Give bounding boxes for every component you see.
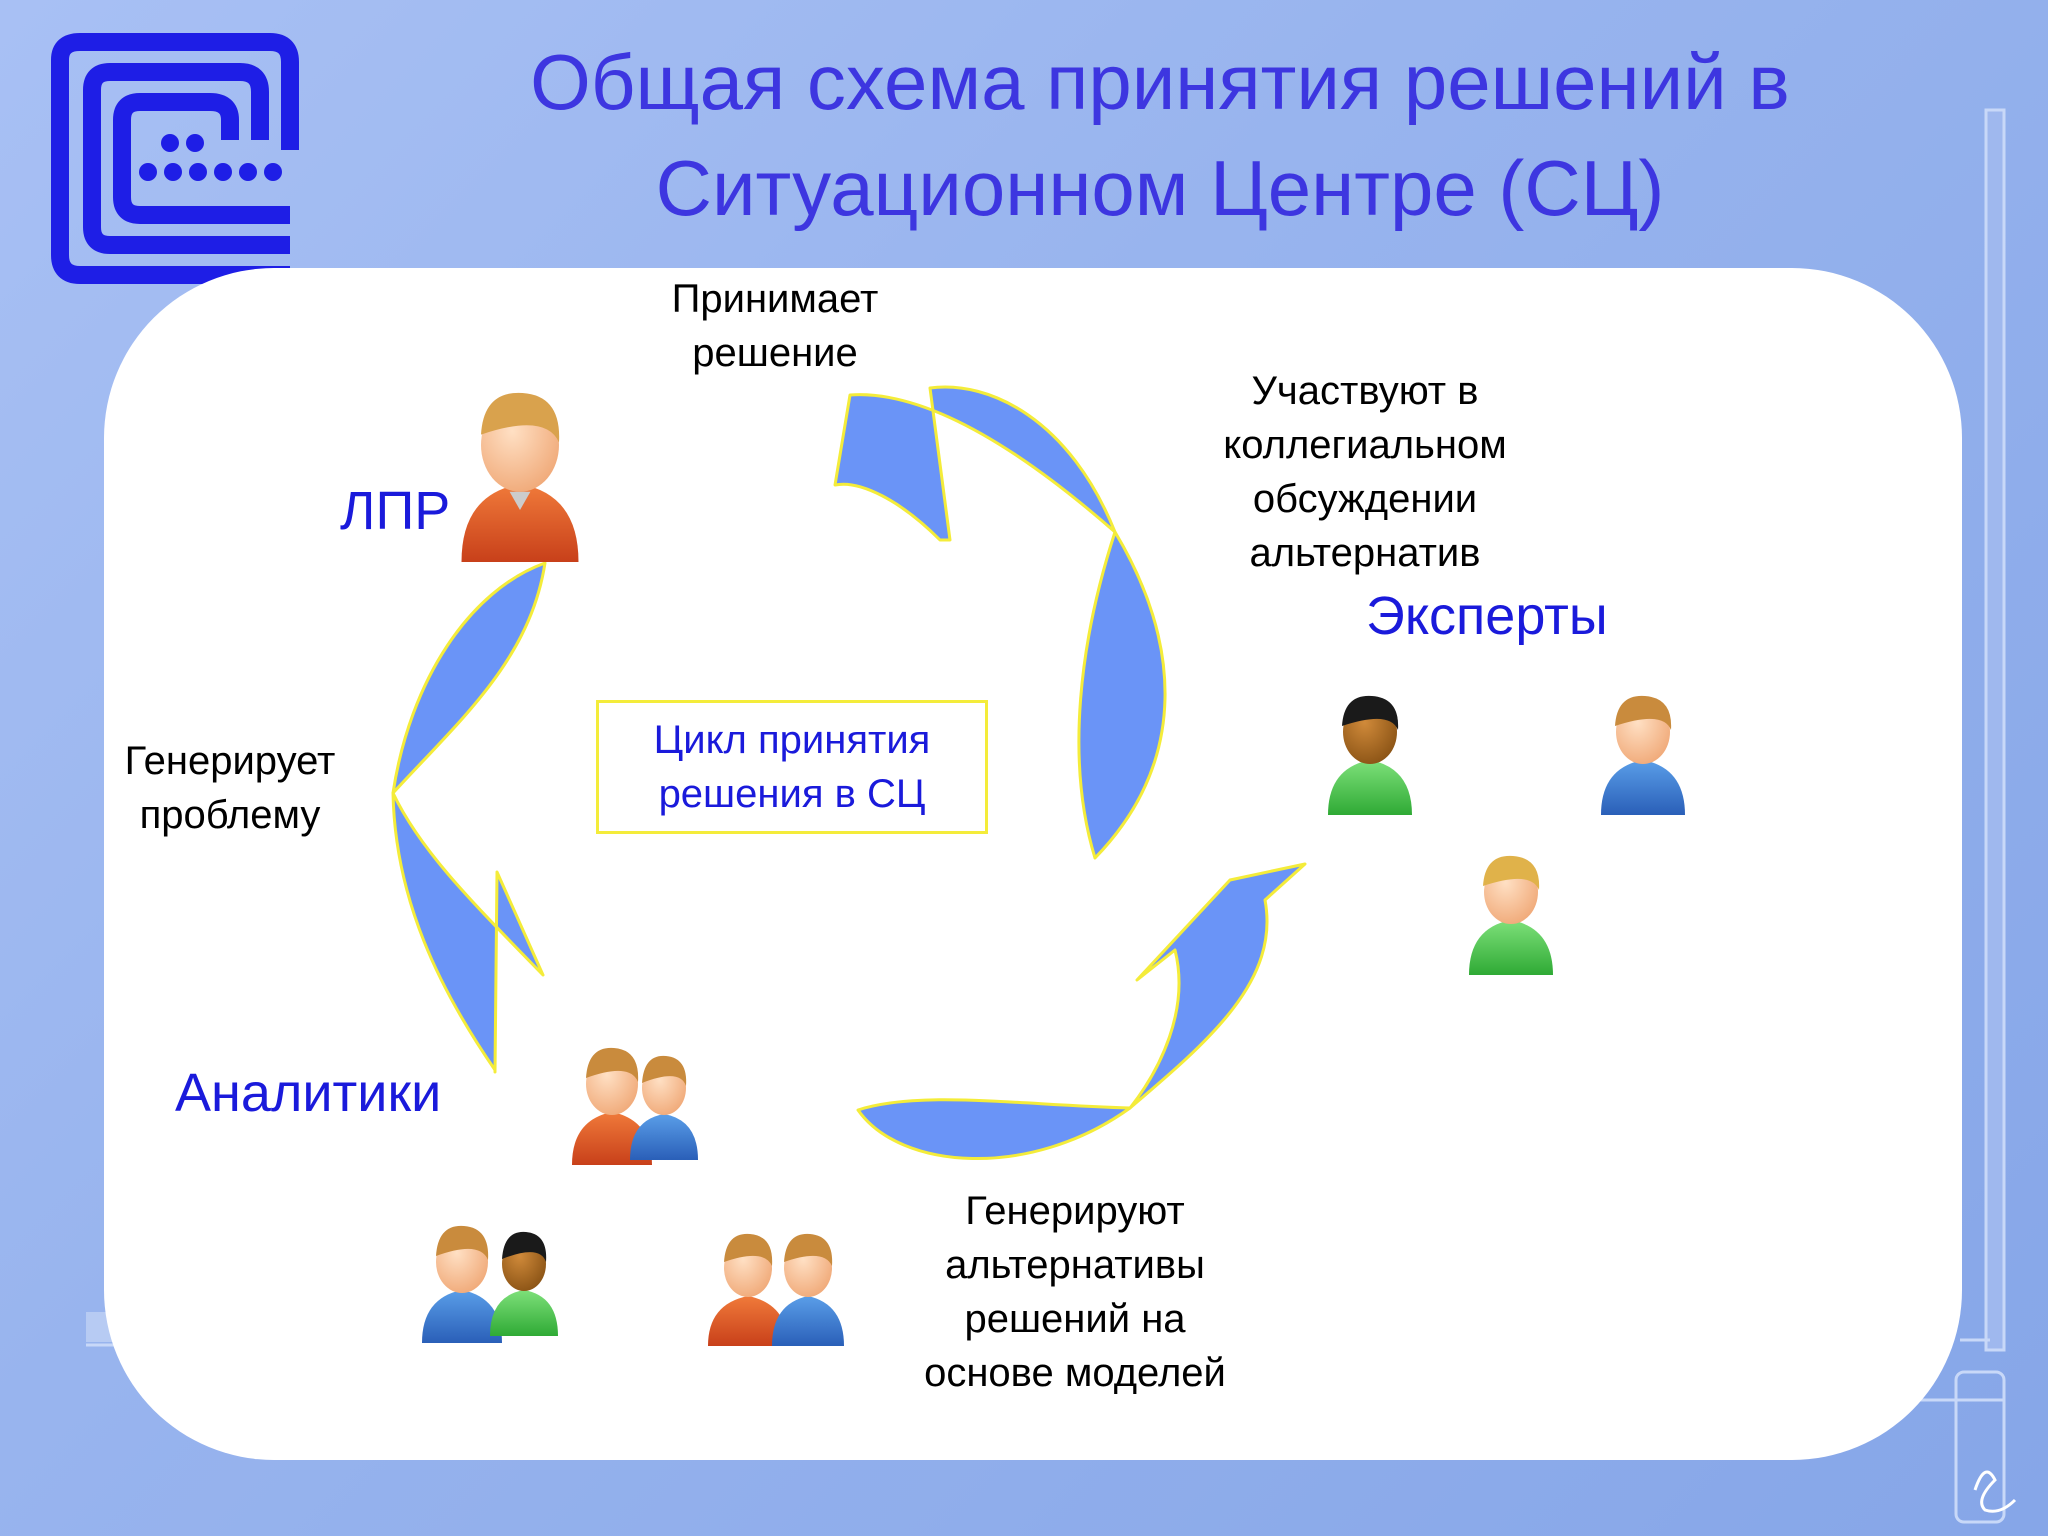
discuss-line-4: альтернатив — [1249, 531, 1481, 575]
alt-line-4: основе моделей — [924, 1351, 1226, 1395]
group-icon — [708, 1233, 844, 1346]
person-icon — [1328, 695, 1412, 815]
alt-line-1: Генерируют — [965, 1189, 1185, 1233]
center-line-2: решения в СЦ — [658, 772, 926, 816]
discuss-label: Участвуют в коллегиальном обсуждении аль… — [1170, 364, 1560, 580]
person-icon — [1601, 695, 1685, 815]
cycle-center-box: Цикл принятия решения в СЦ — [596, 700, 988, 834]
arrow-discussion — [1077, 530, 1167, 860]
role-experts: Эксперты — [1366, 586, 1608, 646]
alt-line-2: альтернативы — [945, 1243, 1205, 1287]
problem-label: Генерирует проблему — [100, 734, 360, 842]
author-mark-icon — [1973, 1470, 2017, 1513]
group-icon — [422, 1225, 558, 1343]
center-line-1: Цикл принятия — [653, 718, 931, 762]
alt-line-3: решений на — [964, 1297, 1186, 1341]
title-line-2: Ситуационном Центре (СЦ) — [655, 144, 1665, 232]
person-icon — [1469, 855, 1553, 975]
decide-line-2: решение — [692, 331, 858, 375]
problem-line-2: проблему — [139, 793, 321, 837]
role-analysts: Аналитики — [175, 1063, 442, 1123]
discuss-line-2: коллегиальном — [1223, 423, 1507, 467]
discuss-line-3: обсуждении — [1252, 477, 1478, 521]
decide-label: Принимает решение — [640, 272, 910, 380]
group-icon — [572, 1047, 698, 1165]
title-line-1: Общая схема принятия решений в — [530, 38, 1790, 126]
arrow-to-analysts — [391, 791, 545, 1074]
alternatives-label: Генерируют альтернативы решений на основ… — [880, 1184, 1270, 1400]
problem-line-1: Генерирует — [124, 739, 336, 783]
decide-line-1: Принимает — [671, 277, 879, 321]
arrow-up-experts — [1128, 862, 1307, 1110]
discuss-line-1: Участвуют в — [1251, 369, 1479, 413]
arrow-to-lpr — [833, 385, 1117, 542]
person-icon — [461, 392, 579, 562]
role-lpr: ЛПР — [340, 481, 451, 541]
